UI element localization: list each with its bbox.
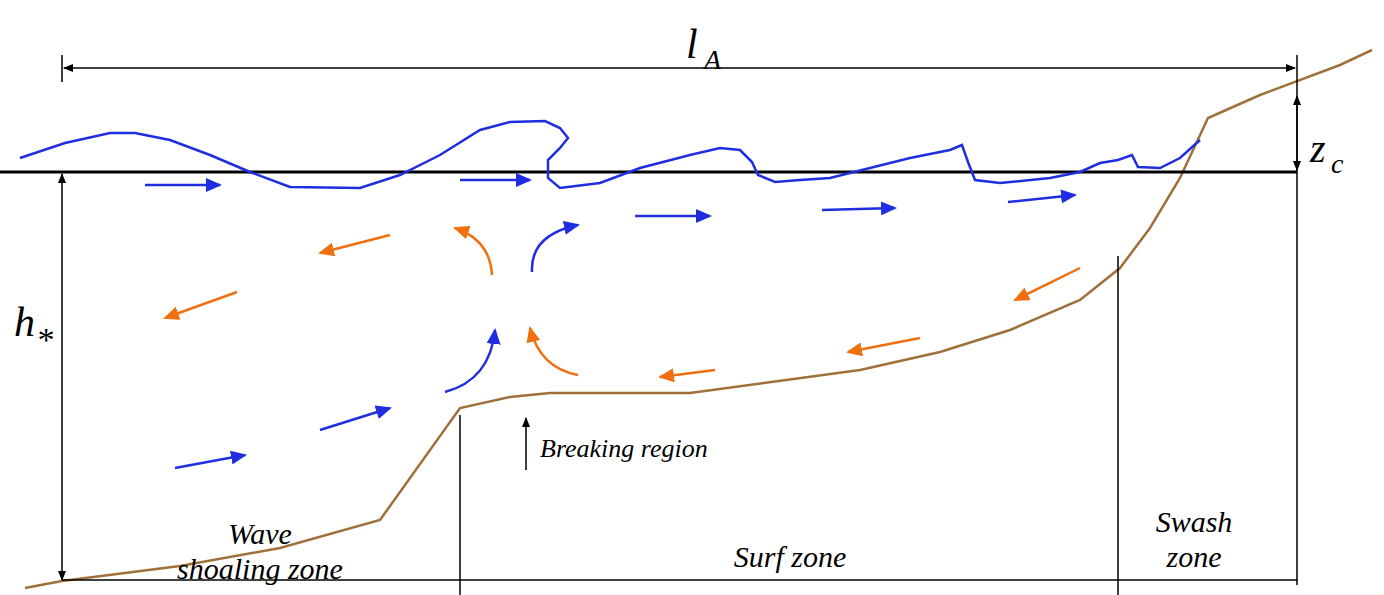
seabed-profile [25,50,1372,588]
depth-subscript: * [36,320,53,359]
zone-label: Swash zone [1153,505,1236,574]
zone-label: Wave shoaling zone [174,517,346,586]
length-symbol: l [686,20,698,68]
water-surface [20,121,1200,188]
return-current-arrows [165,228,1080,377]
length-subscript: A [704,44,721,76]
onshore-current-arrows [145,180,1075,468]
depth-symbol: h [14,298,35,346]
closure-symbol: z [1310,126,1326,172]
region-label: Breaking region [540,434,708,464]
zone-label: Surf zone [734,540,847,575]
closure-subscript: c [1331,148,1343,180]
dimension-lines [62,55,1297,595]
still-water-line [0,171,1297,174]
